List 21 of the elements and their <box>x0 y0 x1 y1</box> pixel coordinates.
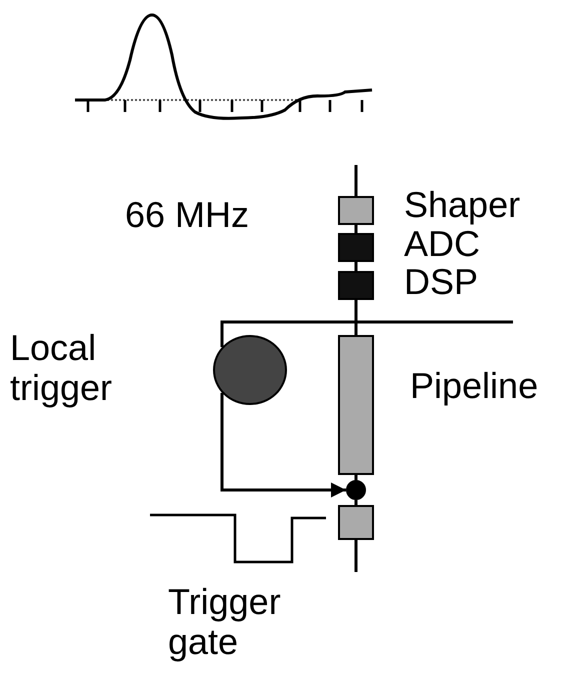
block <box>338 196 374 225</box>
block-label: Local trigger <box>10 328 114 408</box>
line <box>354 500 358 505</box>
block <box>338 505 374 540</box>
block <box>338 271 374 300</box>
arrow <box>220 392 346 498</box>
junction-dot <box>346 480 366 500</box>
line <box>220 300 358 348</box>
block-label: Pipeline <box>410 368 538 404</box>
line <box>354 262 358 271</box>
frequency-label: 66 MHz <box>125 197 250 233</box>
block-label: DSP <box>404 264 478 300</box>
line <box>354 225 358 233</box>
block-label: Shaper <box>404 187 520 223</box>
block-label: ADC <box>404 226 480 262</box>
signal-label: Trigger gate <box>168 582 282 662</box>
line <box>354 540 358 572</box>
line <box>354 475 358 480</box>
line <box>354 165 358 196</box>
block <box>338 335 374 475</box>
block <box>338 233 374 262</box>
